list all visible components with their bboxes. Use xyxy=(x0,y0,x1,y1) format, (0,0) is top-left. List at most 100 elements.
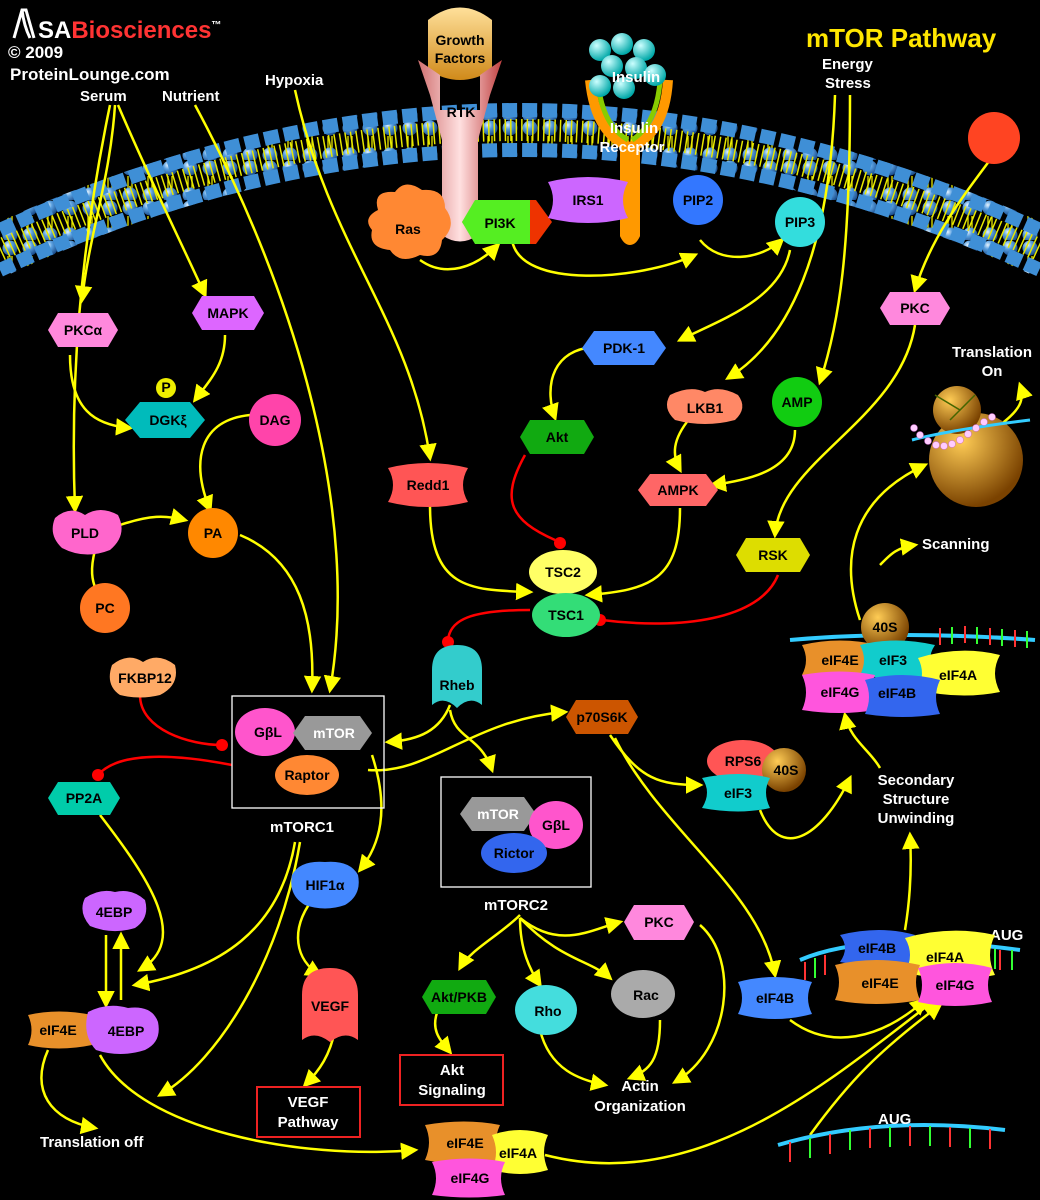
node-eif4g-c: eIF4G xyxy=(918,963,992,1006)
arrow-ras-pi3k xyxy=(419,242,501,271)
arrow-mapk-dgk xyxy=(192,334,227,403)
arrow-eif4e-translationoff xyxy=(40,1049,99,1135)
node-tsc2: TSC2 xyxy=(529,550,597,594)
brand-logo xyxy=(12,8,36,39)
node-mtorc2-gbl: GβL xyxy=(529,801,583,849)
node-p: P xyxy=(156,378,176,398)
label-mtorc2: mTORC2 xyxy=(484,897,548,914)
node-pdk1: PDK-1 xyxy=(582,331,666,365)
svg-text:LKB1: LKB1 xyxy=(687,400,724,416)
svg-text:MAPK: MAPK xyxy=(207,305,248,321)
node-rheb: Rheb xyxy=(432,645,482,708)
arrow-pkc-rsk xyxy=(767,324,917,539)
node-akt-pkb: Akt/PKB xyxy=(422,980,496,1014)
node-rac: Rac xyxy=(611,970,675,1018)
node-eif4g-s: eIF4G xyxy=(802,671,875,713)
mtorc1-box xyxy=(231,695,385,809)
label-akt-signaling-2: Signaling xyxy=(418,1082,486,1099)
arrow-pkc-actin xyxy=(671,924,726,1084)
node-ampk: AMPK xyxy=(638,474,718,506)
arrow-hif-vegf xyxy=(296,899,323,977)
node-pkc-lower: PKC xyxy=(624,905,694,940)
rtk-receptor: RTK xyxy=(418,60,502,242)
node-tsc1: TSC1 xyxy=(532,593,600,637)
node-eif4a-low: eIF4A xyxy=(492,1130,548,1174)
arrow-serum-pld xyxy=(65,104,112,514)
svg-text:eIF4B: eIF4B xyxy=(878,685,916,701)
arrow-40s-ribosome xyxy=(849,463,929,621)
svg-text:4EBP: 4EBP xyxy=(108,1023,145,1039)
node-vegf: VEGF xyxy=(302,968,358,1042)
node-pkc-top: PKC xyxy=(880,292,950,325)
arrow-mtor-hif xyxy=(357,754,383,873)
arrow-mtorc2-aktpkb xyxy=(458,914,521,972)
arrow-pld-pa xyxy=(119,508,189,527)
label-aug-1: AUG xyxy=(990,927,1023,944)
node-eif4e-s: eIF4E xyxy=(802,640,878,679)
svg-text:mTOR: mTOR xyxy=(313,725,355,741)
svg-text:IRS1: IRS1 xyxy=(572,192,603,208)
node-pc: PC xyxy=(80,583,130,633)
svg-text:Rac: Rac xyxy=(633,987,659,1003)
svg-text:Redd1: Redd1 xyxy=(407,477,450,493)
svg-text:RSK: RSK xyxy=(758,547,788,563)
mrna-lower xyxy=(777,1123,1006,1162)
svg-text:SABiosciences™: SABiosciences™ xyxy=(38,17,221,44)
label-actin-1: Actin xyxy=(621,1078,659,1095)
insulin: Insulin Insulin Receptor xyxy=(585,33,673,245)
arrow-rheb-mtorc2 xyxy=(448,709,496,774)
node-akt: Akt xyxy=(520,420,594,454)
node-dgk: DGKξ xyxy=(125,402,205,438)
arrow-mtorc2-rac xyxy=(519,917,613,981)
site-name: ProteinLounge.com xyxy=(10,65,170,84)
label-secondary-1: Secondary xyxy=(878,772,955,789)
node-eif4b-c: eIF4B xyxy=(840,930,915,966)
svg-text:PLD: PLD xyxy=(71,525,99,541)
arrow-hypoxia-redd1 xyxy=(293,89,437,462)
svg-text:Rheb: Rheb xyxy=(440,677,475,693)
arrow-eif4b-complex xyxy=(789,997,928,1039)
page-title: mTOR Pathway xyxy=(806,23,997,53)
svg-text:p70S6K: p70S6K xyxy=(576,709,627,725)
node-raptor: Raptor xyxy=(275,755,339,795)
label-stress: Stress xyxy=(825,75,871,92)
svg-text:Akt: Akt xyxy=(546,429,569,445)
arrow-pip3-pdk1 xyxy=(676,249,792,342)
node-redd1: Redd1 xyxy=(388,463,468,507)
node-eif4e-low: eIF4E xyxy=(425,1121,500,1164)
node-pp2a: PP2A xyxy=(48,782,120,815)
node-4ebp-free: 4EBP xyxy=(82,890,147,932)
svg-text:40S: 40S xyxy=(774,762,799,778)
svg-text:4EBP: 4EBP xyxy=(96,904,133,920)
mtorc2-box xyxy=(440,776,592,888)
node-amp: AMP xyxy=(772,377,822,427)
label-translation-on-1: Translation xyxy=(952,344,1032,361)
svg-text:Factors: Factors xyxy=(435,50,486,66)
label-aug-2: AUG xyxy=(878,1111,911,1128)
node-eif4g-low: eIF4G xyxy=(432,1158,505,1198)
node-40s-a: 40S xyxy=(762,748,806,792)
svg-text:PDK-1: PDK-1 xyxy=(603,340,645,356)
svg-text:Raptor: Raptor xyxy=(284,767,330,783)
svg-text:eIF4B: eIF4B xyxy=(756,990,794,1006)
arrow-pdk1-akt xyxy=(542,346,587,422)
node-rps6: RPS6 xyxy=(707,740,779,782)
svg-text:eIF4B: eIF4B xyxy=(858,940,896,956)
label-insulin-receptor-1: Insulin xyxy=(610,120,658,137)
inhibit-mtorc1-pp2a xyxy=(97,755,233,776)
node-hif1a: HIF1α xyxy=(291,861,359,909)
arrow-ribosome-on xyxy=(999,381,1033,426)
label-serum: Serum xyxy=(80,88,127,105)
svg-text:eIF4E: eIF4E xyxy=(821,652,858,668)
node-pkca: PKCα xyxy=(48,313,118,347)
node-eif4b-free: eIF4B xyxy=(738,977,812,1019)
arrow-ampk-tsc xyxy=(584,507,682,603)
arrow-pkca-dgk xyxy=(68,354,134,436)
node-pi3k: PI3K xyxy=(462,200,552,244)
svg-text:PIP2: PIP2 xyxy=(683,192,714,208)
svg-text:mTOR: mTOR xyxy=(477,806,519,822)
svg-text:eIF3: eIF3 xyxy=(724,785,752,801)
svg-text:eIF4A: eIF4A xyxy=(926,949,964,965)
svg-text:GβL: GβL xyxy=(254,724,282,740)
